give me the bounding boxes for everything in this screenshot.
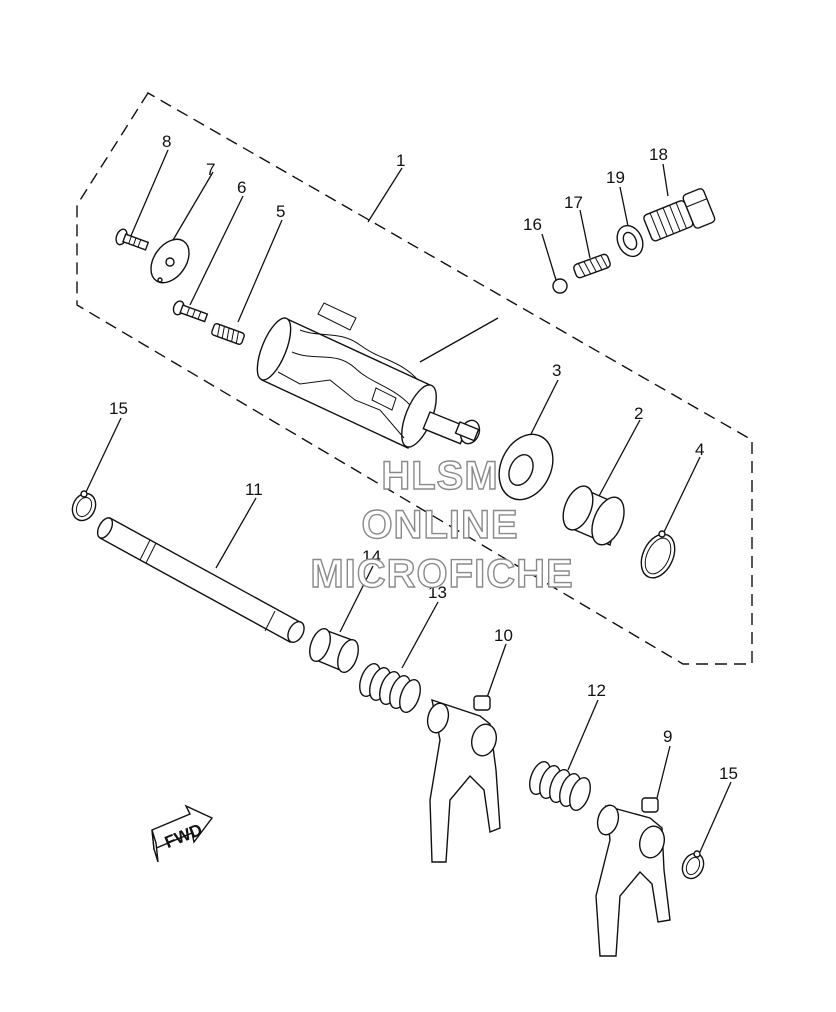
callout-8: 8 xyxy=(162,132,171,151)
part-14-collar xyxy=(309,628,359,673)
part-4-circlip xyxy=(640,530,676,579)
callout-12: 12 xyxy=(587,681,606,700)
part-8-screw xyxy=(115,228,150,251)
callout-13: 13 xyxy=(428,583,447,602)
part-2-bushing xyxy=(562,485,625,546)
watermark-line-3: MICROFICHE xyxy=(310,552,573,596)
callout-3: 3 xyxy=(552,361,561,380)
callout-16: 16 xyxy=(523,215,542,234)
callout-10: 10 xyxy=(494,626,513,645)
part-19-washer xyxy=(616,224,644,258)
part-15-circlip-left xyxy=(71,490,97,522)
callout-15-left: 15 xyxy=(109,399,128,418)
callout-5: 5 xyxy=(276,202,285,221)
callout-14: 14 xyxy=(362,547,381,566)
watermark-line-2: ONLINE xyxy=(361,503,518,547)
callout-11: 11 xyxy=(245,480,263,499)
watermark-line-1: HLSM xyxy=(381,454,498,498)
part-5-spring xyxy=(211,323,245,345)
callout-18: 18 xyxy=(649,145,668,164)
callout-7: 7 xyxy=(206,160,215,179)
callout-19: 19 xyxy=(606,168,625,187)
watermark: HLSM ONLINE MICROFICHE xyxy=(310,453,574,596)
part-13-spring xyxy=(359,663,421,713)
leader-lines xyxy=(85,149,732,853)
callout-15-right: 15 xyxy=(719,764,738,783)
callout-2: 2 xyxy=(634,404,643,423)
fwd-arrow-icon: FWD xyxy=(151,804,214,863)
part-16-ball xyxy=(552,278,568,294)
assembly-boundary xyxy=(76,92,753,665)
part-6-pin xyxy=(172,300,209,323)
callout-numbers: 1 2 3 4 5 6 7 8 9 10 11 12 13 14 15 15 1… xyxy=(109,132,738,783)
part-1-shift-drum xyxy=(256,302,481,449)
callout-4: 4 xyxy=(695,440,704,459)
part-10-shift-fork xyxy=(426,695,501,863)
part-7-plate xyxy=(150,238,190,284)
part-9-shift-fork xyxy=(595,797,671,957)
part-11-shaft xyxy=(96,517,305,643)
part-15-circlip-right xyxy=(681,850,705,880)
part-18-bolt xyxy=(643,188,716,242)
callout-17: 17 xyxy=(564,193,583,212)
part-17-spring xyxy=(573,253,611,279)
part-3-washer xyxy=(498,433,554,501)
callout-9: 9 xyxy=(663,727,672,746)
callout-1: 1 xyxy=(396,151,405,170)
part-12-spring xyxy=(529,761,591,811)
callout-6: 6 xyxy=(237,178,246,197)
